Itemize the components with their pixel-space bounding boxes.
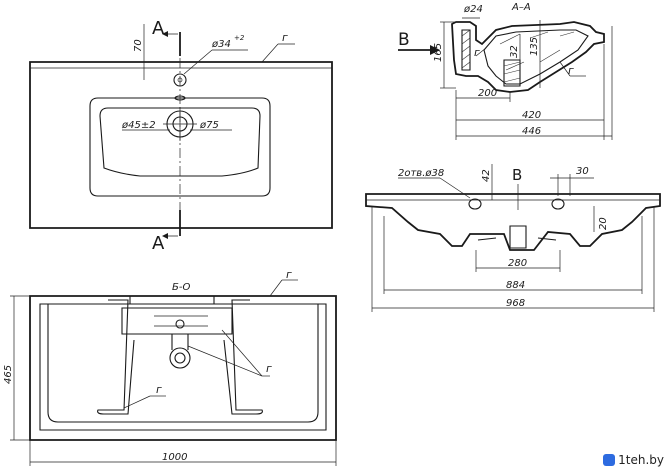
dim-42: 42 xyxy=(481,169,492,182)
dim-30: 30 xyxy=(576,166,589,177)
top-view: A A 70 ø34 +2 г ø45±2 ø75 xyxy=(29,18,333,254)
dim-280: 280 xyxy=(508,258,527,269)
section-profile xyxy=(451,21,605,93)
callout-g-bottom-low: г xyxy=(156,383,162,396)
section-title: A–A xyxy=(511,2,531,13)
dim-24: ø24 xyxy=(463,4,483,15)
bottom-drain xyxy=(169,347,191,369)
watermark-text: 1teh.by xyxy=(618,453,664,467)
dim-45: ø45±2 xyxy=(121,120,156,131)
section-letter-bottom: A xyxy=(152,233,165,254)
dim-75: ø75 xyxy=(199,120,219,131)
watermark-logo-icon xyxy=(603,454,616,466)
dim-165: 165 xyxy=(433,43,444,62)
dim-968: 968 xyxy=(506,298,525,309)
section-view: B A–A ø24 165 32 135 г г xyxy=(398,2,613,140)
dim-135: 135 xyxy=(529,37,540,56)
front-view: 2отв.ø38 42 B 30 20 280 884 968 xyxy=(365,164,661,312)
bottom-view-label: Б-О xyxy=(172,282,190,293)
dim-200: 200 xyxy=(478,88,497,99)
dim-420: 420 xyxy=(522,110,541,121)
dim-32: 32 xyxy=(509,45,520,58)
dim-hole-tol: +2 xyxy=(234,34,245,42)
dim-1000: 1000 xyxy=(162,452,187,463)
top-basin xyxy=(89,97,271,197)
view-letter-b-section: B xyxy=(398,30,410,50)
watermark: 1teh.by xyxy=(603,453,664,467)
front-hole-right xyxy=(551,198,565,210)
callout-g-section-2: г xyxy=(568,64,574,77)
bottom-view: Б-О г г г 465 1000 xyxy=(3,268,337,466)
dim-446: 446 xyxy=(522,126,541,137)
top-outline xyxy=(29,61,333,229)
front-outline xyxy=(365,193,661,251)
callout-g-bottom-top: г xyxy=(286,268,292,281)
callout-g-bottom-mid: г xyxy=(266,362,272,375)
dim-884: 884 xyxy=(506,280,525,291)
holes-label: 2отв.ø38 xyxy=(398,168,444,179)
callout-g-section-1: г xyxy=(474,46,480,59)
dim-20: 20 xyxy=(598,217,609,230)
dim-465: 465 xyxy=(3,365,14,384)
view-letter-b-front: B xyxy=(512,166,522,184)
section-letter-top: A xyxy=(152,18,165,39)
dim-70: 70 xyxy=(133,39,144,52)
dim-hole: ø34 xyxy=(211,39,231,50)
callout-g-top: г xyxy=(282,31,288,44)
front-hole-left xyxy=(468,198,482,210)
